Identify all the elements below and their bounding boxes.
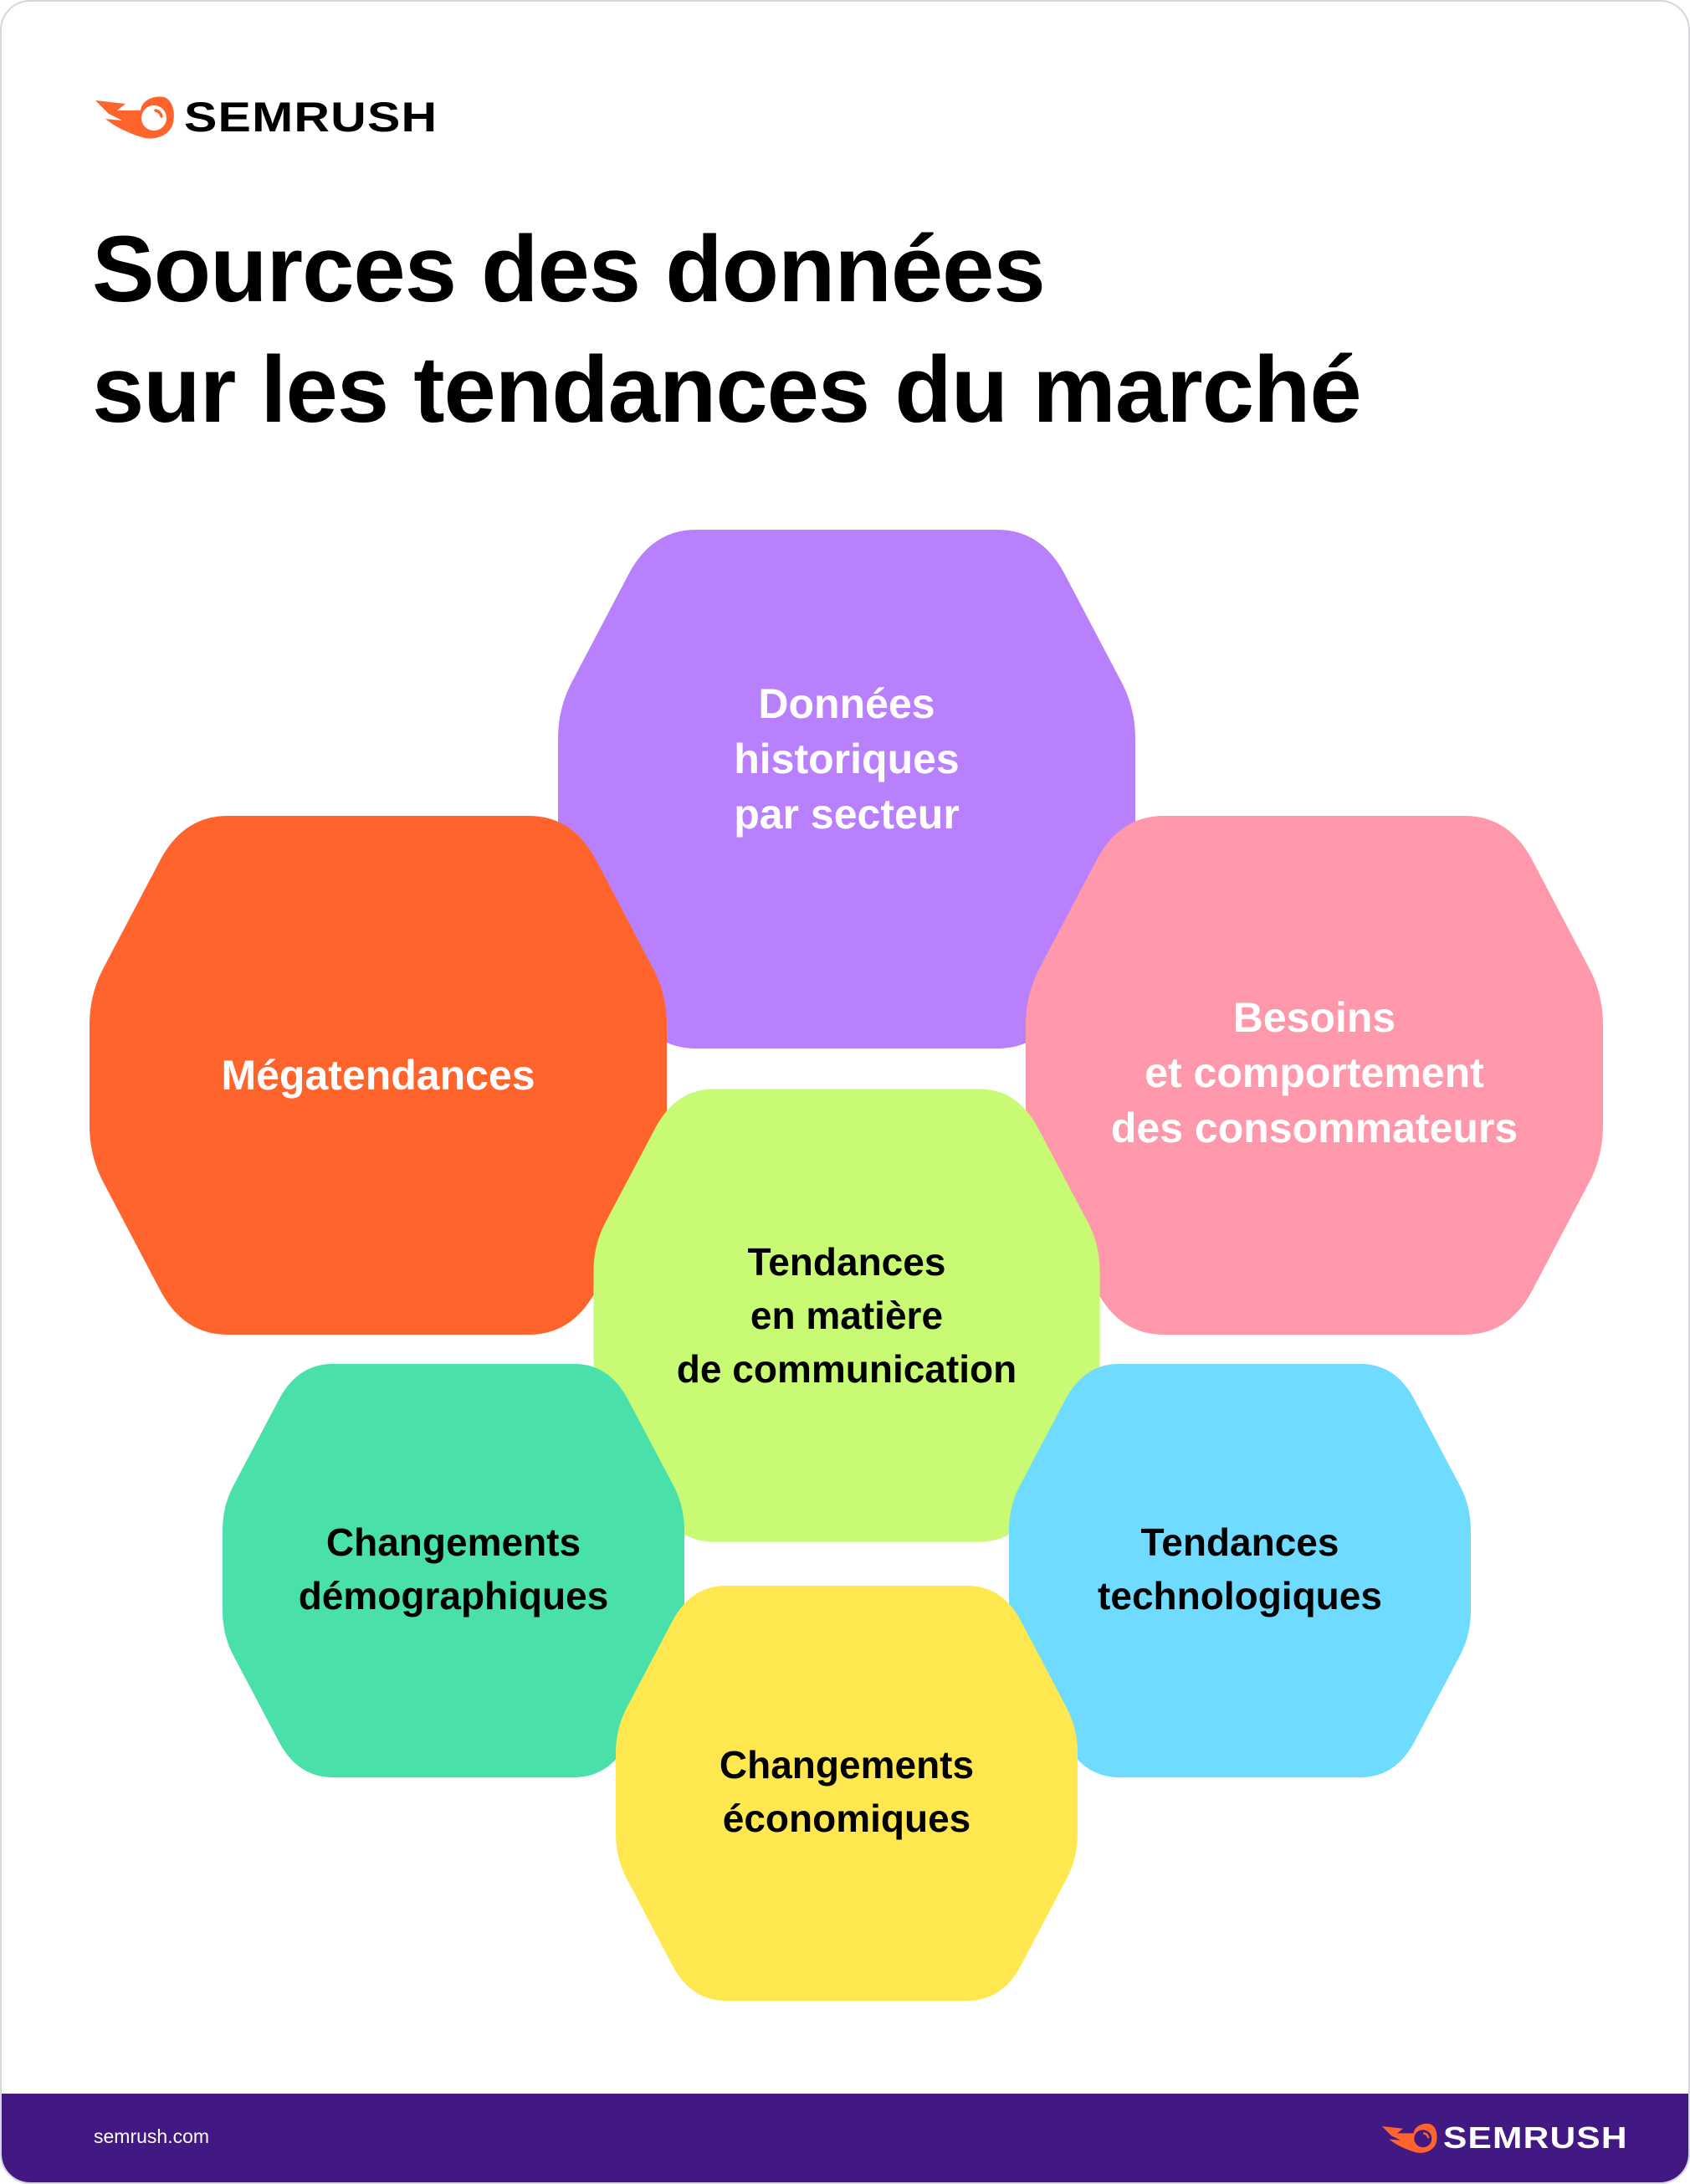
hex-label-tendances-communication: Tendances en matière de communication <box>676 1240 1017 1391</box>
footer-url-link[interactable]: semrush.com <box>94 2125 210 2147</box>
hex-label-besoins-consommateurs: Besoins et comportement des consommateur… <box>1110 994 1518 1151</box>
title-line-2: sur les tendances du marché <box>92 337 1362 442</box>
hex-label-tendances-technologiques: Tendances technologiques <box>1098 1520 1382 1617</box>
semrush-fireball-icon <box>1381 2123 1437 2153</box>
hex-label-changements-economiques: Changements économiques <box>719 1743 975 1840</box>
hex-label-megatendances: Mégatendances <box>221 1052 535 1099</box>
semrush-fireball-icon <box>95 96 174 139</box>
footer-semrush-logo: SEMRUSH <box>1380 2119 1626 2157</box>
page-title: Sources des données sur les tendances du… <box>92 209 1362 450</box>
title-line-1: Sources des données <box>92 217 1046 321</box>
hex-label-changements-demographiques: Changements démographiques <box>298 1520 609 1617</box>
footer-semrush-wordmark: SEMRUSH <box>1442 2120 1628 2155</box>
semrush-logo: SEMRUSH <box>92 90 437 144</box>
semrush-wordmark: SEMRUSH <box>184 94 438 141</box>
footer-bar: semrush.com SEMRUSH <box>2 2094 1688 2182</box>
hex-label-donnees-historiques: Données historiques par secteur <box>734 680 960 838</box>
